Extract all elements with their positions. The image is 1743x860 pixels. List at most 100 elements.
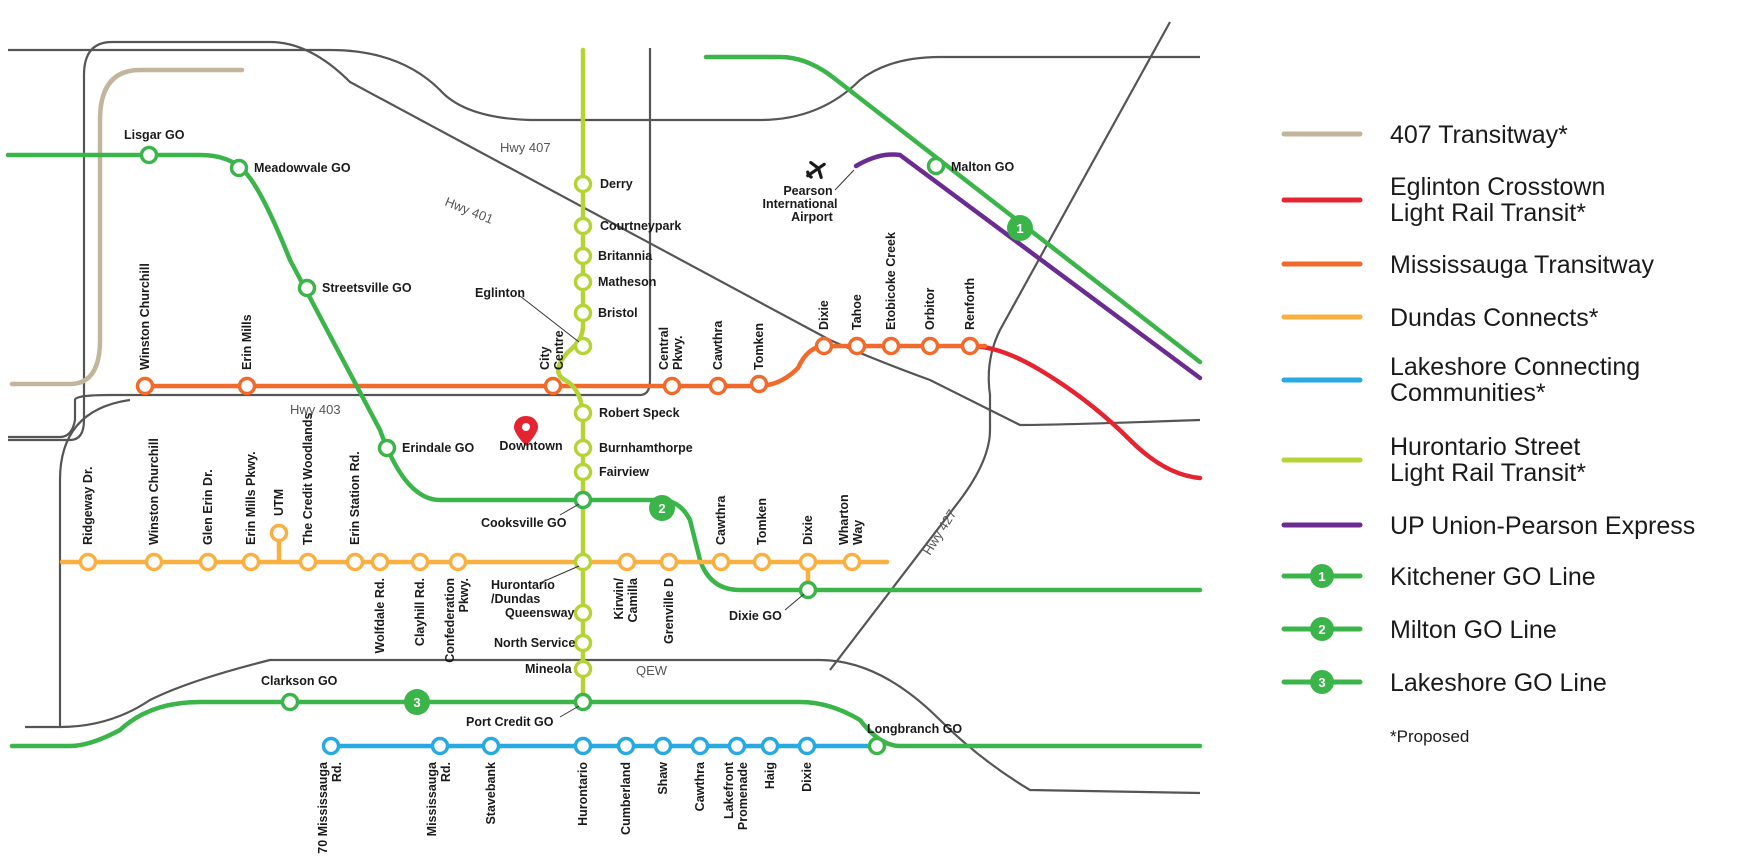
kitchener-go-line [703,54,1203,365]
legend-item-up-union-pearson-express: UP Union-Pearson Express [1281,512,1695,540]
station-label-milton-streetsville-go: Streetsville GO [322,281,412,295]
station-marker-transitway-orbitor [920,336,940,356]
airport-landmark: Pearson International Airport [762,161,855,224]
station-marker-dundas-tomken [752,552,772,572]
station-marker-dundas-cawthra [711,552,731,572]
legend-item-dundas-connects: Dundas Connects* [1281,304,1599,332]
station-label-dundas-confederation-pkwy: ConfederationPkwy. [443,578,471,663]
station-label-hurontario-queensway: Queensway [505,606,575,620]
station-label-hurontario-mineola: Mineola [525,662,573,676]
station-marker-hurontario-queensway [573,603,593,623]
station-marker-transitway-tahoe [847,336,867,356]
station-marker-lakeshore-longbranch-go [867,736,887,756]
station-leader [539,565,580,584]
station-label-hurontario-fairview: Fairview [599,465,649,479]
svg-text:2: 2 [658,501,665,516]
station-marker-dundas-confederation-pkwy [448,552,468,572]
hwy-407-label: Hwy 407 [500,140,551,155]
station-label-hurontario-robert-speck: Robert Speck [599,406,680,420]
legend-note: *Proposed [1390,727,1469,746]
station-label-milton-erindale-go: Erindale GO [402,441,475,455]
qew-label: QEW [636,663,668,678]
station-marker-transitway-dixie [814,336,834,356]
station-label-hurontario-britannia: Britannia [598,249,653,263]
station-label-transitway-erin-mills: Erin Mills [240,314,254,370]
station-label-hurontario-burnhamthorpe: Burnhamthorpe [599,441,693,455]
station-label-lakeshore-connecting-mississauga-rd: MississaugaRd. [425,761,453,836]
kitchener-badge: 1 [1007,215,1033,241]
station-marker-milton-cooksville-go [573,490,593,510]
station-leader [559,503,580,516]
station-marker-dundas-ridgeway-dr [78,552,98,572]
up-express-line [853,152,1203,381]
station-marker-lakeshore-connecting-70-mississauga-rd [321,736,341,756]
station-marker-hurontario-bristol [573,303,593,323]
legend-badge-number: 1 [1318,569,1325,584]
airport-label-3: Airport [791,210,834,224]
station-marker-dundas-erin-station-rd [345,552,365,572]
station-label-dundas-clayhill-rd: Clayhill Rd. [413,578,427,646]
station-label-lakeshore-clarkson-go: Clarkson GO [261,674,338,688]
station-leader [559,705,580,718]
highway-network [8,21,1201,795]
station-label-dundas-kirwin-camilla: Kirwin/Camilla [612,577,640,623]
legend-label: Lakeshore GO Line [1390,669,1607,697]
station-label-lakeshore-connecting-shaw: Shaw [656,762,670,795]
hwy-403-south-road [58,398,131,727]
station-label-lakeshore-connecting-haig: Haig [763,762,777,789]
station-marker-transitway-etobicoke-creek [881,336,901,356]
station-marker-hurontario-eglinton [573,336,593,356]
station-label-dundas-erin-station-rd: Erin Station Rd. [348,451,362,545]
station-label-milton-cooksville-go: Cooksville GO [481,516,567,530]
legend-label: Mississauga Transitway [1390,251,1654,279]
transitway-407-line [9,67,245,387]
lakeshore-badge: 3 [404,689,430,715]
hwy-407-road [8,48,1200,122]
legend-label: Milton GO Line [1390,616,1557,644]
station-marker-transitway-renforth [960,336,980,356]
svg-text:1: 1 [1016,221,1023,236]
station-marker-dundas-grenville-d [659,552,679,572]
station-label-transitway-cawthra: Cawthra [711,320,725,370]
station-marker-hurontario-courtneypark [573,216,593,236]
station-leader [784,593,805,611]
legend-label: 407 Transitway* [1390,121,1568,149]
station-label-hurontario-eglinton: Eglinton [475,286,525,300]
station-label-hurontario-bristol: Bristol [598,306,638,320]
station-marker-milton-meadowvale-go [229,158,249,178]
lakeshore-go-line [9,699,1203,749]
hwy-427-label: Hwy 427 [920,507,960,558]
station-marker-lakeshore-connecting-hurontario [573,736,593,756]
station-marker-milton-lisgar-go [139,145,159,165]
station-marker-transitway-city-centre [543,376,563,396]
station-marker-lakeshore-port-credit-go [573,692,593,712]
station-marker-hurontario-fairview [573,462,593,482]
station-label-lakeshore-port-credit-go: Port Credit GO [466,715,554,729]
station-marker-dundas-wolfdale-rd [370,552,390,572]
station-marker-milton-streetsville-go [297,278,317,298]
station-marker-lakeshore-connecting-dixie [797,736,817,756]
transit-lines [5,47,1203,749]
station-label-hurontario-north-service: North Service [494,636,575,650]
station-label-lakeshore-connecting-cumberland: Cumberland [619,762,633,835]
hwy-401-label: Hwy 401 [443,194,496,227]
station-marker-milton-erindale-go [377,438,397,458]
station-label-dundas-winston-churchill: Winston Churchill [147,438,161,545]
airport-label-1: Pearson [783,184,832,198]
station-marker-transitway-cawthra [708,376,728,396]
station-label-transitway-renforth: Renforth [963,278,977,330]
station-marker-lakeshore-clarkson-go [280,692,300,712]
eglinton-crosstown-line [967,343,1203,481]
legend-label: UP Union-Pearson Express [1390,512,1695,540]
station-label-hurontario-courtneypark: Courtneypark [600,219,681,233]
station-label-transitway-orbitor: Orbitor [923,288,937,330]
station-label-transitway-central-pkwy: CentralPkwy. [657,327,685,370]
legend-badge-number: 2 [1318,622,1325,637]
station-label-transitway-winston-churchill: Winston Churchill [138,263,152,370]
station-label-transitway-etobicoke-creek: Etobicoke Creek [884,232,898,330]
station-label-dundas-tomken: Tomken [755,498,769,545]
